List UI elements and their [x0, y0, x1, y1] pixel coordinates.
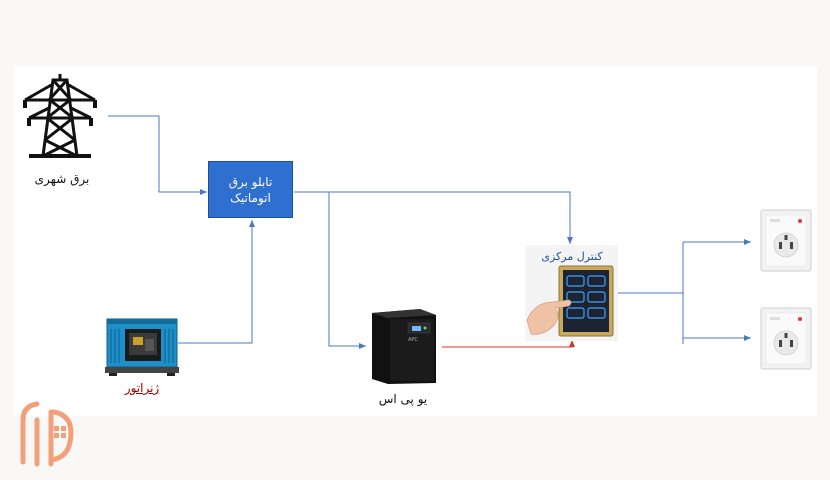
wall-outlet-icon: [760, 209, 812, 272]
wire-city-to-panel: [108, 115, 207, 195]
ups-icon: APC: [372, 309, 436, 384]
panel-label-line2: اتوماتیک: [230, 190, 271, 205]
wire-panel-to-ups: [328, 192, 366, 349]
city-power-label: برق شهری: [34, 172, 90, 186]
panel-label-line1: تابلو برق: [228, 174, 273, 189]
ups-label: یو پی اس: [378, 392, 428, 406]
automatic-panel-box: تابلو برق اتوماتیک: [208, 161, 293, 218]
wire-generator-to-panel: [178, 220, 255, 344]
brand-logo-icon: [20, 401, 74, 467]
wire-ups-to-control: [442, 340, 575, 348]
wall-outlet-icon: [760, 307, 812, 370]
generator-icon: [105, 318, 179, 376]
wire-panel-to-control: [294, 191, 573, 244]
power-tower-icon: [23, 74, 97, 158]
central-control-label: کنترل مرکزی: [541, 250, 603, 263]
touch-control-panel-icon: [526, 265, 614, 337]
ups-brand: APC: [408, 337, 418, 343]
generator-label: ژنراتور: [124, 381, 160, 395]
